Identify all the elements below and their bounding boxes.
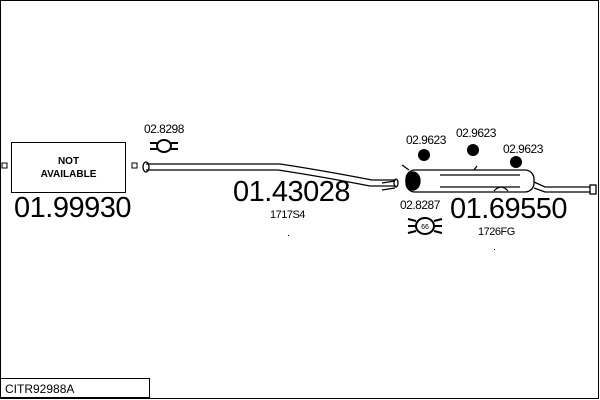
clamp-icon-66 — [407, 217, 443, 235]
part-ref: 1726FG — [478, 226, 515, 238]
part-number-01-43028[interactable]: 01.43028 — [233, 176, 350, 208]
clamp-badge: 66 — [421, 224, 429, 231]
rubber-mount-icons — [418, 144, 522, 168]
connector-left — [1, 162, 8, 169]
not-available-line2: AVAILABLE — [40, 168, 97, 180]
rubber-mount-icon — [510, 156, 522, 168]
connector-right — [131, 162, 138, 169]
not-available-line1: NOT — [57, 155, 80, 167]
not-available-box: NOT AVAILABLE — [11, 142, 126, 193]
part-number-01-99930[interactable]: 01.99930 — [14, 192, 131, 224]
mount-number[interactable]: 02.9623 — [406, 133, 446, 147]
clamp-number[interactable]: 02.8298 — [144, 122, 184, 136]
mount-number[interactable]: 02.9623 — [456, 126, 496, 140]
rubber-mount-icon — [418, 149, 430, 161]
clamp-icon — [150, 139, 178, 153]
clamp-number[interactable]: 02.8287 — [400, 198, 440, 212]
rubber-mount-icon — [467, 144, 479, 156]
diagram-code: CITR92988A — [0, 378, 150, 398]
part-ref: 1717S4 — [270, 209, 305, 221]
mount-number[interactable]: 02.9623 — [503, 142, 543, 156]
front-pipe-drawing — [142, 161, 399, 188]
rear-muffler-drawing — [381, 164, 597, 195]
part-number-01-69550[interactable]: 01.69550 — [450, 193, 567, 225]
